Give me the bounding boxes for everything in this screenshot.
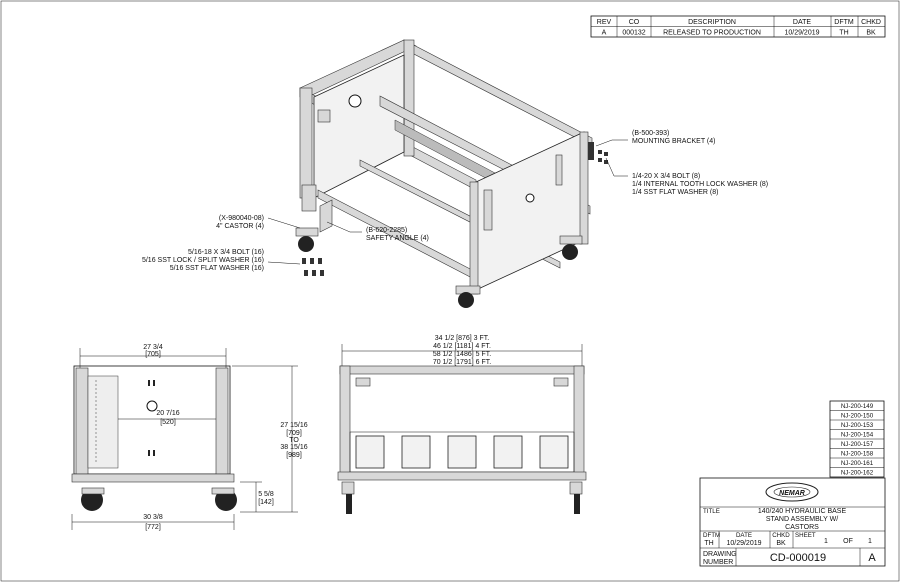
- leader-lines: [267, 139, 628, 265]
- side-inner-width: 20 7/16: [156, 410, 179, 417]
- side-height-to: TO: [289, 437, 299, 444]
- sheet-of: OF: [843, 538, 853, 545]
- front-width-6ft: 70 1/2 [1791] 6 FT.: [433, 359, 491, 366]
- bolt-group-line-3: 1/4 SST FLAT WASHER (8): [632, 189, 719, 196]
- sheet-label: SHEET: [795, 532, 816, 539]
- side-height-min-mm: [709]: [286, 430, 302, 437]
- part-number: NJ-200-157: [841, 441, 874, 448]
- castor-height: 5 5/8: [258, 491, 274, 498]
- castor-part: (X-980040-08): [219, 215, 264, 222]
- sheet-number: 1: [824, 538, 828, 545]
- description-header: DESCRIPTION: [688, 19, 736, 26]
- title-label: TITLE: [703, 508, 720, 515]
- company-logo: NEMAR: [765, 482, 819, 502]
- part-number: NJ-200-158: [841, 451, 874, 458]
- chkd-label: CHKD: [772, 532, 790, 539]
- callout-bolt-group: 1/4-20 X 3/4 BOLT (8) 1/4 INTERNAL TOOTH…: [632, 173, 768, 196]
- callout-mounting-bracket: (B-500-393) MOUNTING BRACKET (4): [632, 130, 716, 145]
- side-height-max: 38 15/16: [280, 444, 307, 451]
- front-view: 34 1/2 [876] 3 FT. 46 1/2 [1181] 4 FT. 5…: [337, 335, 587, 514]
- callout-castor: (X-980040-08) 4" CASTOR (4): [216, 215, 264, 230]
- bolt-group-line-2: 1/4 INTERNAL TOOTH LOCK WASHER (8): [632, 181, 768, 188]
- dftm-value: TH: [839, 30, 848, 37]
- dftm-value: TH: [704, 540, 713, 547]
- bolt-group-line-1: 1/4-20 X 3/4 BOLT (8): [632, 173, 700, 180]
- drawing-revision: A: [868, 552, 876, 564]
- part-number-table: NJ-200-149 NJ-200-150 NJ-200-153 NJ-200-…: [829, 400, 885, 478]
- revision-block: REV CO DESCRIPTION DATE DFTM CHKD A 0001…: [590, 15, 886, 38]
- castor-height-mm: [142]: [258, 499, 274, 506]
- dftm-label: DFTM: [703, 532, 720, 539]
- front-width-3ft: 34 1/2 [876] 3 FT.: [435, 335, 490, 342]
- rev-value: A: [602, 30, 607, 37]
- part-number: NJ-200-161: [841, 460, 874, 467]
- date-label: DATE: [736, 532, 752, 539]
- part-number: NJ-200-154: [841, 432, 874, 439]
- title-line-1: 140/240 HYDRAULIC BASE: [758, 508, 847, 515]
- dftm-header: DFTM: [834, 19, 854, 26]
- front-width-4ft: 46 1/2 [1181] 4 FT.: [433, 343, 491, 350]
- callout-castor-bolts: 5/16-18 X 3/4 BOLT (16) 5/16 SST LOCK / …: [142, 249, 264, 272]
- mounting-bracket-part: (B-500-393): [632, 130, 669, 137]
- description-value: RELEASED TO PRODUCTION: [663, 30, 761, 37]
- part-number: NJ-200-162: [841, 470, 874, 477]
- title-block: NEMAR TITLE 140/240 HYDRAULIC BASE STAND…: [699, 477, 886, 567]
- chkd-header: CHKD: [861, 19, 881, 26]
- chkd-value: BK: [776, 540, 786, 547]
- safety-angle-part: (B-620-2285): [366, 227, 407, 234]
- castor-label: 4" CASTOR (4): [216, 223, 264, 230]
- title-line-3: CASTORS: [785, 524, 819, 531]
- side-view: 27 3/4 [705] 20 7/16 [520] 30 3/8 [772]: [71, 344, 308, 531]
- date-header: DATE: [793, 19, 811, 26]
- isometric-view: [295, 39, 608, 308]
- castor-bolts-line-3: 5/16 SST FLAT WASHER (16): [170, 265, 264, 272]
- logo-text: NEMAR: [779, 490, 805, 497]
- side-top-width: 27 3/4: [143, 344, 163, 351]
- sheet-total: 1: [868, 538, 872, 545]
- mounting-bracket-label: MOUNTING BRACKET (4): [632, 138, 716, 145]
- drawing-label-line-1: DRAWING: [703, 551, 737, 558]
- part-number: NJ-200-149: [841, 403, 874, 410]
- side-bottom-width: 30 3/8: [143, 514, 163, 521]
- chkd-value: BK: [866, 30, 876, 37]
- side-bottom-width-mm: [772]: [145, 524, 161, 531]
- safety-angle-label: SAFETY ANGLE (4): [366, 235, 429, 242]
- side-inner-width-mm: [520]: [160, 419, 176, 426]
- date-value: 10/29/2019: [784, 30, 819, 37]
- part-number: NJ-200-153: [841, 422, 874, 429]
- side-height-max-mm: [989]: [286, 452, 302, 459]
- drawing-number: CD-000019: [770, 552, 826, 564]
- front-width-5ft: 58 1/2 [1486] 5 FT.: [433, 351, 491, 358]
- date-value: 10/29/2019: [726, 540, 761, 547]
- side-height-min: 27 15/16: [280, 422, 307, 429]
- callout-safety-angle: (B-620-2285) SAFETY ANGLE (4): [366, 227, 429, 242]
- title-line-2: STAND ASSEMBLY W/: [766, 516, 838, 523]
- castor-bolts-line-2: 5/16 SST LOCK / SPLIT WASHER (16): [142, 257, 264, 264]
- co-value: 000132: [622, 30, 645, 37]
- rev-header: REV: [597, 19, 612, 26]
- drawing-label-line-2: NUMBER: [703, 559, 733, 566]
- co-header: CO: [629, 19, 640, 26]
- side-top-width-mm: [705]: [145, 351, 161, 358]
- part-number: NJ-200-150: [841, 413, 874, 420]
- castor-bolts-line-1: 5/16-18 X 3/4 BOLT (16): [188, 249, 264, 256]
